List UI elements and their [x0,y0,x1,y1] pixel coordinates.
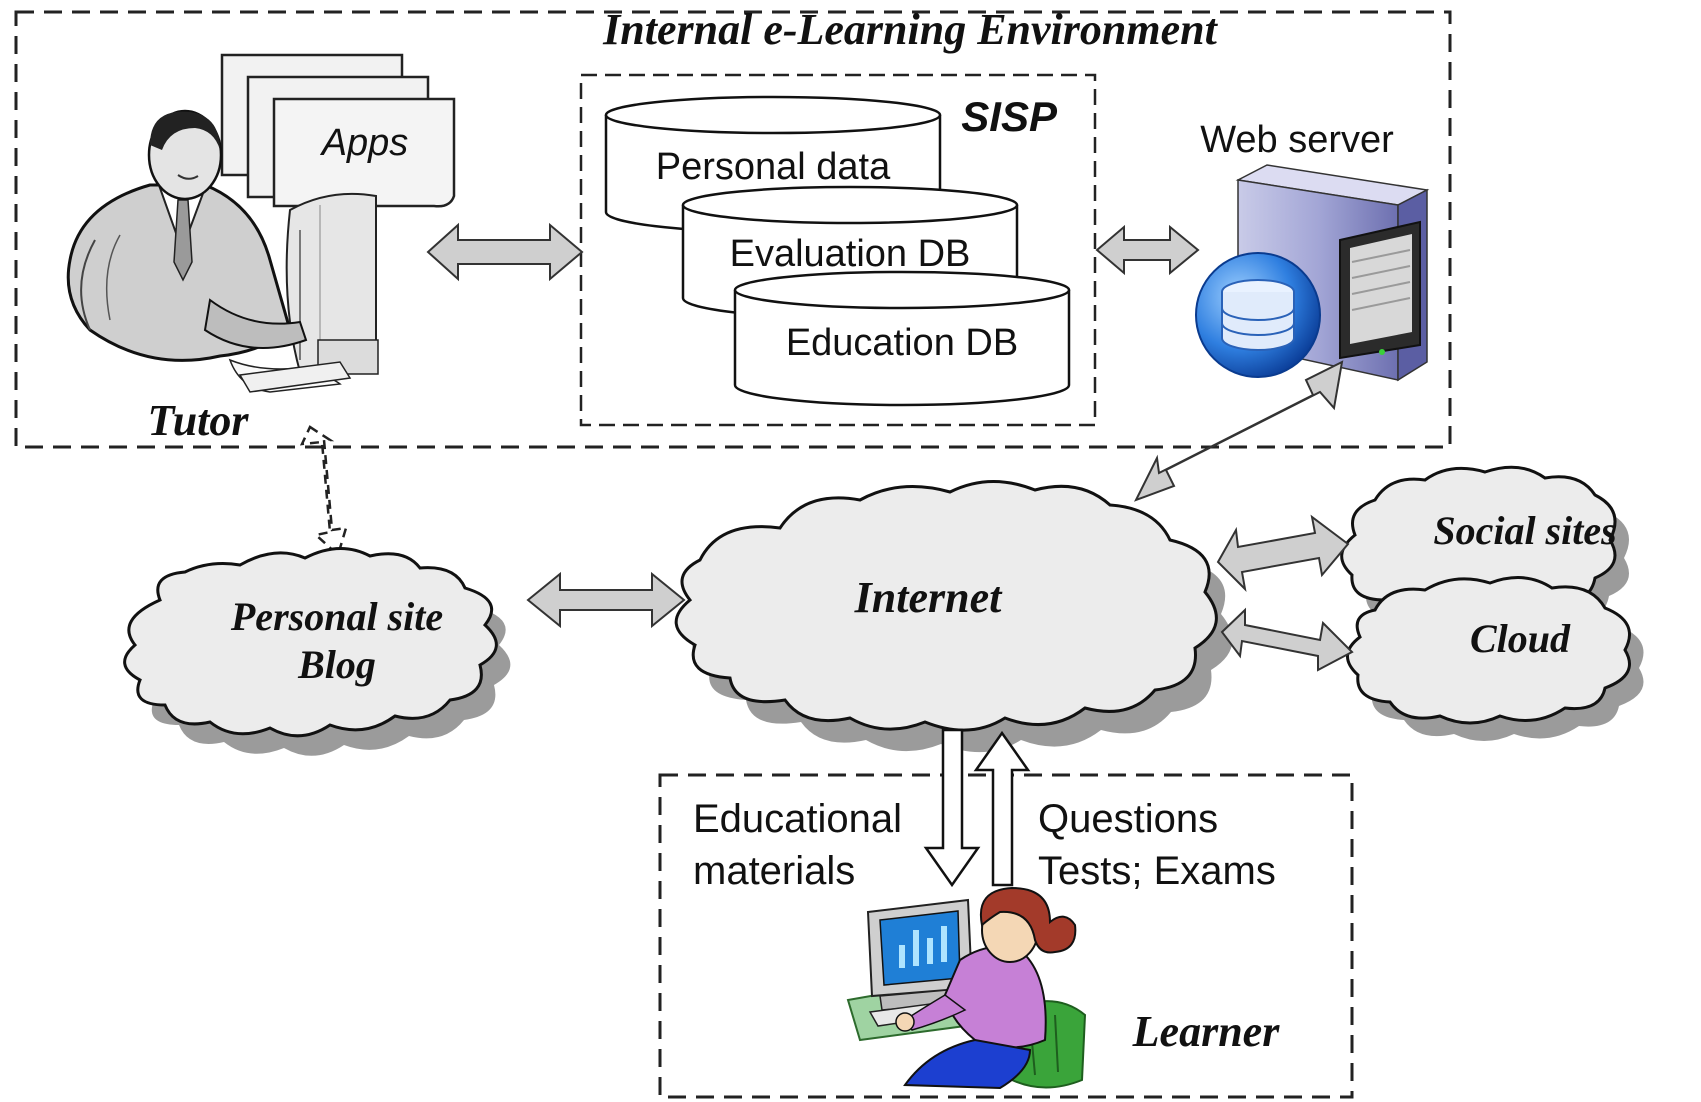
db-evaluation-label: Evaluation DB [730,233,971,275]
db-personal-data-label: Personal data [656,146,891,188]
up-flow-label-line2: Tests; Exams [1038,849,1276,893]
db-education: Education DB [733,270,1071,407]
personal-site-cloud: Personal site Blog [123,546,511,756]
cloud-label: Cloud [1470,616,1571,661]
internet-label: Internet [854,573,1003,622]
arrow-sisp-webserver [1095,224,1200,276]
web-server-label: Web server [1200,119,1394,161]
arrow-up-questions [973,730,1031,887]
personal-site-label: Personal site [230,594,443,639]
internet-cloud: Internet [674,480,1233,753]
down-flow-label-line2: materials [693,849,855,893]
learner-label: Learner [1132,1007,1281,1056]
arrow-tutor-personal-site [299,425,348,558]
cloud-cloud: Cloud [1346,576,1644,741]
apps-label: Apps [320,122,409,164]
environment-title: Internal e-Learning Environment [602,5,1218,54]
web-server-icon [1195,164,1430,382]
sisp-label: SISP [961,93,1058,140]
social-sites-label: Social sites [1433,508,1616,553]
environment-frame [14,10,1452,449]
arrow-internet-social [1216,514,1350,592]
arrow-tutor-sisp [426,222,584,282]
down-flow-label-line1: Educational [693,797,902,841]
arrow-personal-site-internet [526,571,686,629]
arrow-webserver-internet [1133,360,1344,502]
tutor-label: Tutor [147,396,249,445]
arrow-down-materials [923,728,981,888]
tutor-figure [66,109,379,393]
db-education-label: Education DB [786,322,1018,364]
arrow-internet-cloud [1220,607,1354,672]
up-flow-label-line1: Questions [1038,797,1218,841]
learner-figure [846,886,1087,1090]
apps-stack: Apps [220,53,456,208]
blog-label: Blog [297,642,376,687]
